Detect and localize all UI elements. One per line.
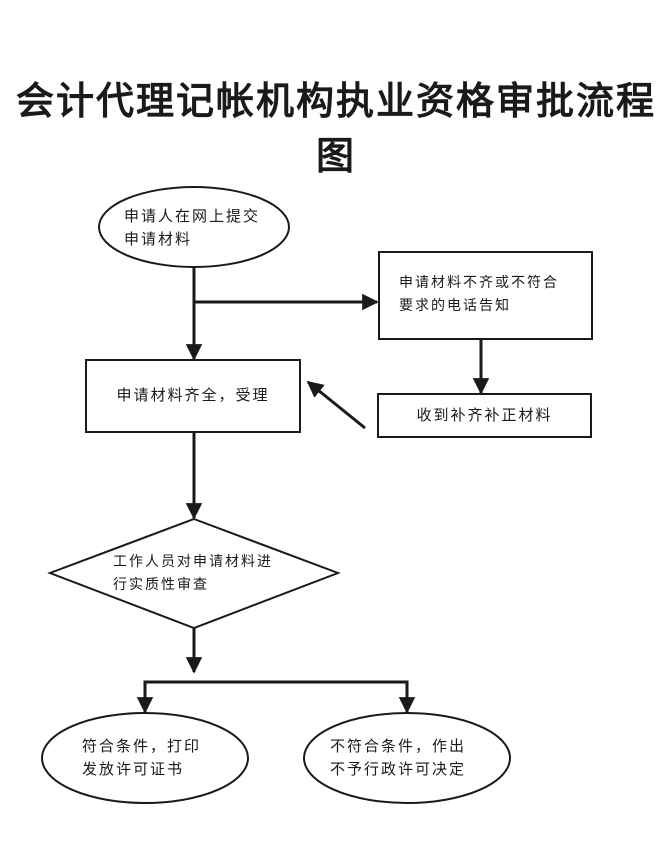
node-reject-line-2: 不予行政许可决定: [330, 760, 467, 778]
node-reject-label: 不符合条件，作出 不予行政许可决定: [330, 735, 500, 781]
node-approve-line-1: 符合条件，打印: [82, 737, 202, 755]
node-accept-line-1: 申请材料齐全，受理: [116, 386, 270, 404]
node-start-line-2: 申请材料: [124, 230, 193, 248]
diagram-title: 会计代理记帐机构执业资格审批流程图: [15, 79, 656, 178]
node-notify-label: 申请材料不齐或不符合 要求的电话告知: [399, 272, 589, 318]
node-notify-shape: [378, 251, 593, 340]
node-start-label: 申请人在网上提交 申请材料: [124, 205, 274, 251]
node-reject-line-1: 不符合条件，作出: [330, 737, 467, 755]
node-supplement-line-1: 收到补齐补正材料: [416, 406, 553, 424]
node-review-line-2: 行实质性审查: [113, 577, 209, 593]
edge-supplement-to-accept: [306, 380, 366, 430]
node-notify-line-1: 申请材料不齐或不符合: [399, 275, 559, 291]
node-supplement-label: 收到补齐补正材料: [378, 404, 591, 427]
node-notify-line-2: 要求的电话告知: [399, 298, 511, 314]
edge-review-to-approve: [136, 680, 276, 714]
node-start-line-1: 申请人在网上提交: [124, 207, 261, 225]
edge-review-to-reject: [144, 680, 416, 714]
node-review-line-1: 工作人员对申请材料进: [113, 554, 273, 570]
node-review-label: 工作人员对申请材料进 行实质性审查: [113, 551, 303, 597]
node-approve-line-2: 发放许可证书: [82, 760, 185, 778]
node-accept-label: 申请材料齐全，受理: [86, 384, 300, 407]
node-approve-label: 符合条件，打印 发放许可证书: [82, 735, 232, 781]
